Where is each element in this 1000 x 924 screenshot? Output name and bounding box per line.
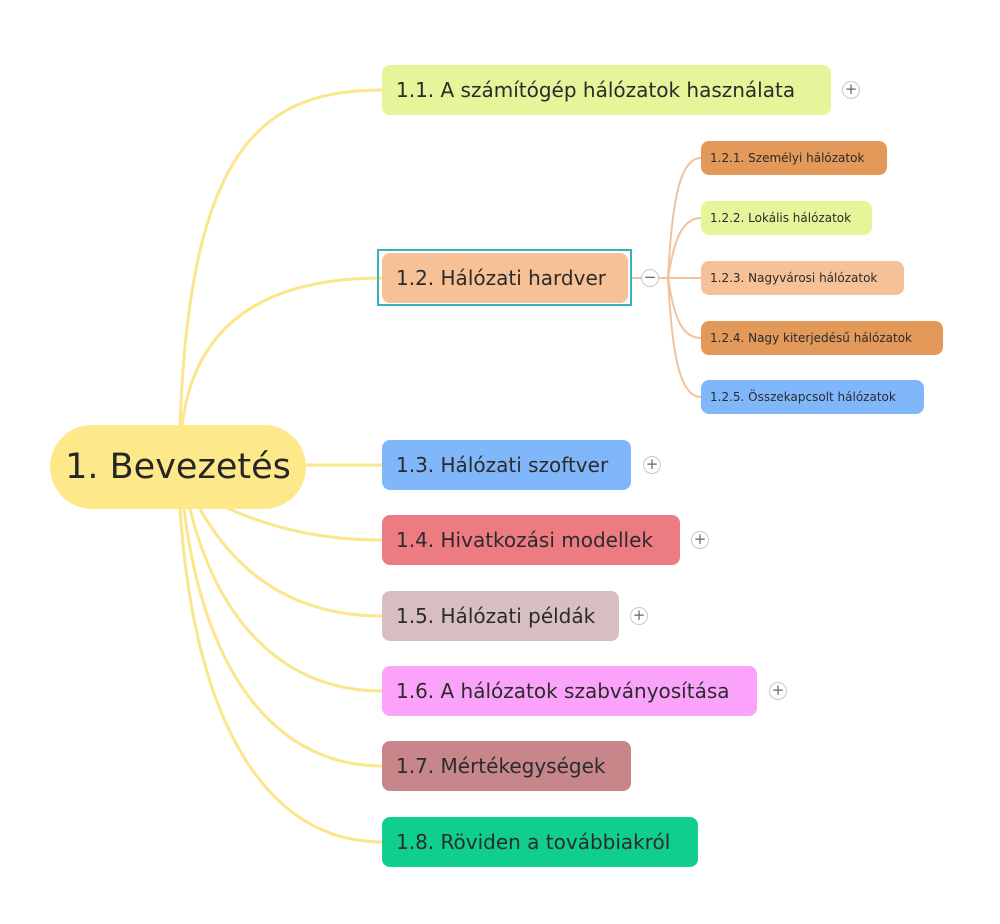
topic-1-5[interactable]: 1.5. Hálózati példák [382, 591, 619, 641]
root-topic-label: 1. Bevezetés [65, 447, 291, 487]
subtopic-1-2-4[interactable]: 1.2.4. Nagy kiterjedésű hálózatok [701, 321, 943, 355]
subtopic-connector [667, 277, 702, 398]
subtopic-label: 1.2.4. Nagy kiterjedésű hálózatok [710, 331, 913, 345]
topic-label: 1.4. Hivatkozási modellek [396, 528, 653, 552]
expand-toggle[interactable]: + [630, 607, 648, 625]
topic-label: 1.8. Röviden a továbbiakról [396, 830, 671, 854]
root-topic[interactable]: 1. Bevezetés [50, 425, 306, 509]
expand-toggle[interactable]: + [691, 531, 709, 549]
topic-label: 1.1. A számítógép hálózatok használata [396, 78, 796, 102]
topic-1-4[interactable]: 1.4. Hivatkozási modellek [382, 515, 680, 565]
collapse-toggle[interactable]: − [641, 269, 659, 287]
subtopic-label: 1.2.3. Nagyvárosi hálózatok [710, 271, 878, 285]
branch-connector [180, 276, 383, 426]
subtopic-connector [667, 157, 702, 279]
expand-toggle[interactable]: + [643, 456, 661, 474]
subtopic-label: 1.2.1. Személyi hálózatok [710, 151, 865, 165]
subtopic-connector [667, 277, 702, 339]
topic-label: 1.7. Mértékegységek [396, 754, 606, 778]
topic-1-6[interactable]: 1.6. A hálózatok szabványosítása [382, 666, 757, 716]
branch-connector [198, 508, 383, 618]
subtopic-1-2-1[interactable]: 1.2.1. Személyi hálózatok [701, 141, 887, 175]
topic-label: 1.5. Hálózati példák [396, 604, 596, 628]
topic-label: 1.3. Hálózati szoftver [396, 453, 609, 477]
branch-connector [178, 508, 383, 844]
topic-label: 1.6. A hálózatok szabványosítása [396, 679, 730, 703]
expand-toggle[interactable]: + [842, 81, 860, 99]
subtopic-label: 1.2.5. Összekapcsolt hálózatok [710, 390, 896, 404]
topic-1-1[interactable]: 1.1. A számítógép hálózatok használata [382, 65, 831, 115]
topic-label: 1.2. Hálózati hardver [396, 266, 606, 290]
subtopic-label: 1.2.2. Lokális hálózatok [710, 211, 852, 225]
branch-connector [182, 508, 383, 768]
topic-1-8[interactable]: 1.8. Röviden a továbbiakról [382, 817, 698, 867]
expand-toggle[interactable]: + [769, 682, 787, 700]
branch-connector [178, 88, 383, 426]
subtopic-1-2-2[interactable]: 1.2.2. Lokális hálózatok [701, 201, 872, 235]
branch-connector [219, 503, 383, 542]
topic-1-7[interactable]: 1.7. Mértékegységek [382, 741, 631, 791]
subtopic-1-2-3[interactable]: 1.2.3. Nagyvárosi hálózatok [701, 261, 904, 295]
subtopic-1-2-5[interactable]: 1.2.5. Összekapcsolt hálózatok [701, 380, 924, 414]
subtopic-connector [667, 217, 702, 279]
topic-1-3[interactable]: 1.3. Hálózati szoftver [382, 440, 631, 490]
branch-connector [188, 508, 383, 693]
topic-1-2[interactable]: 1.2. Hálózati hardver [382, 253, 628, 303]
